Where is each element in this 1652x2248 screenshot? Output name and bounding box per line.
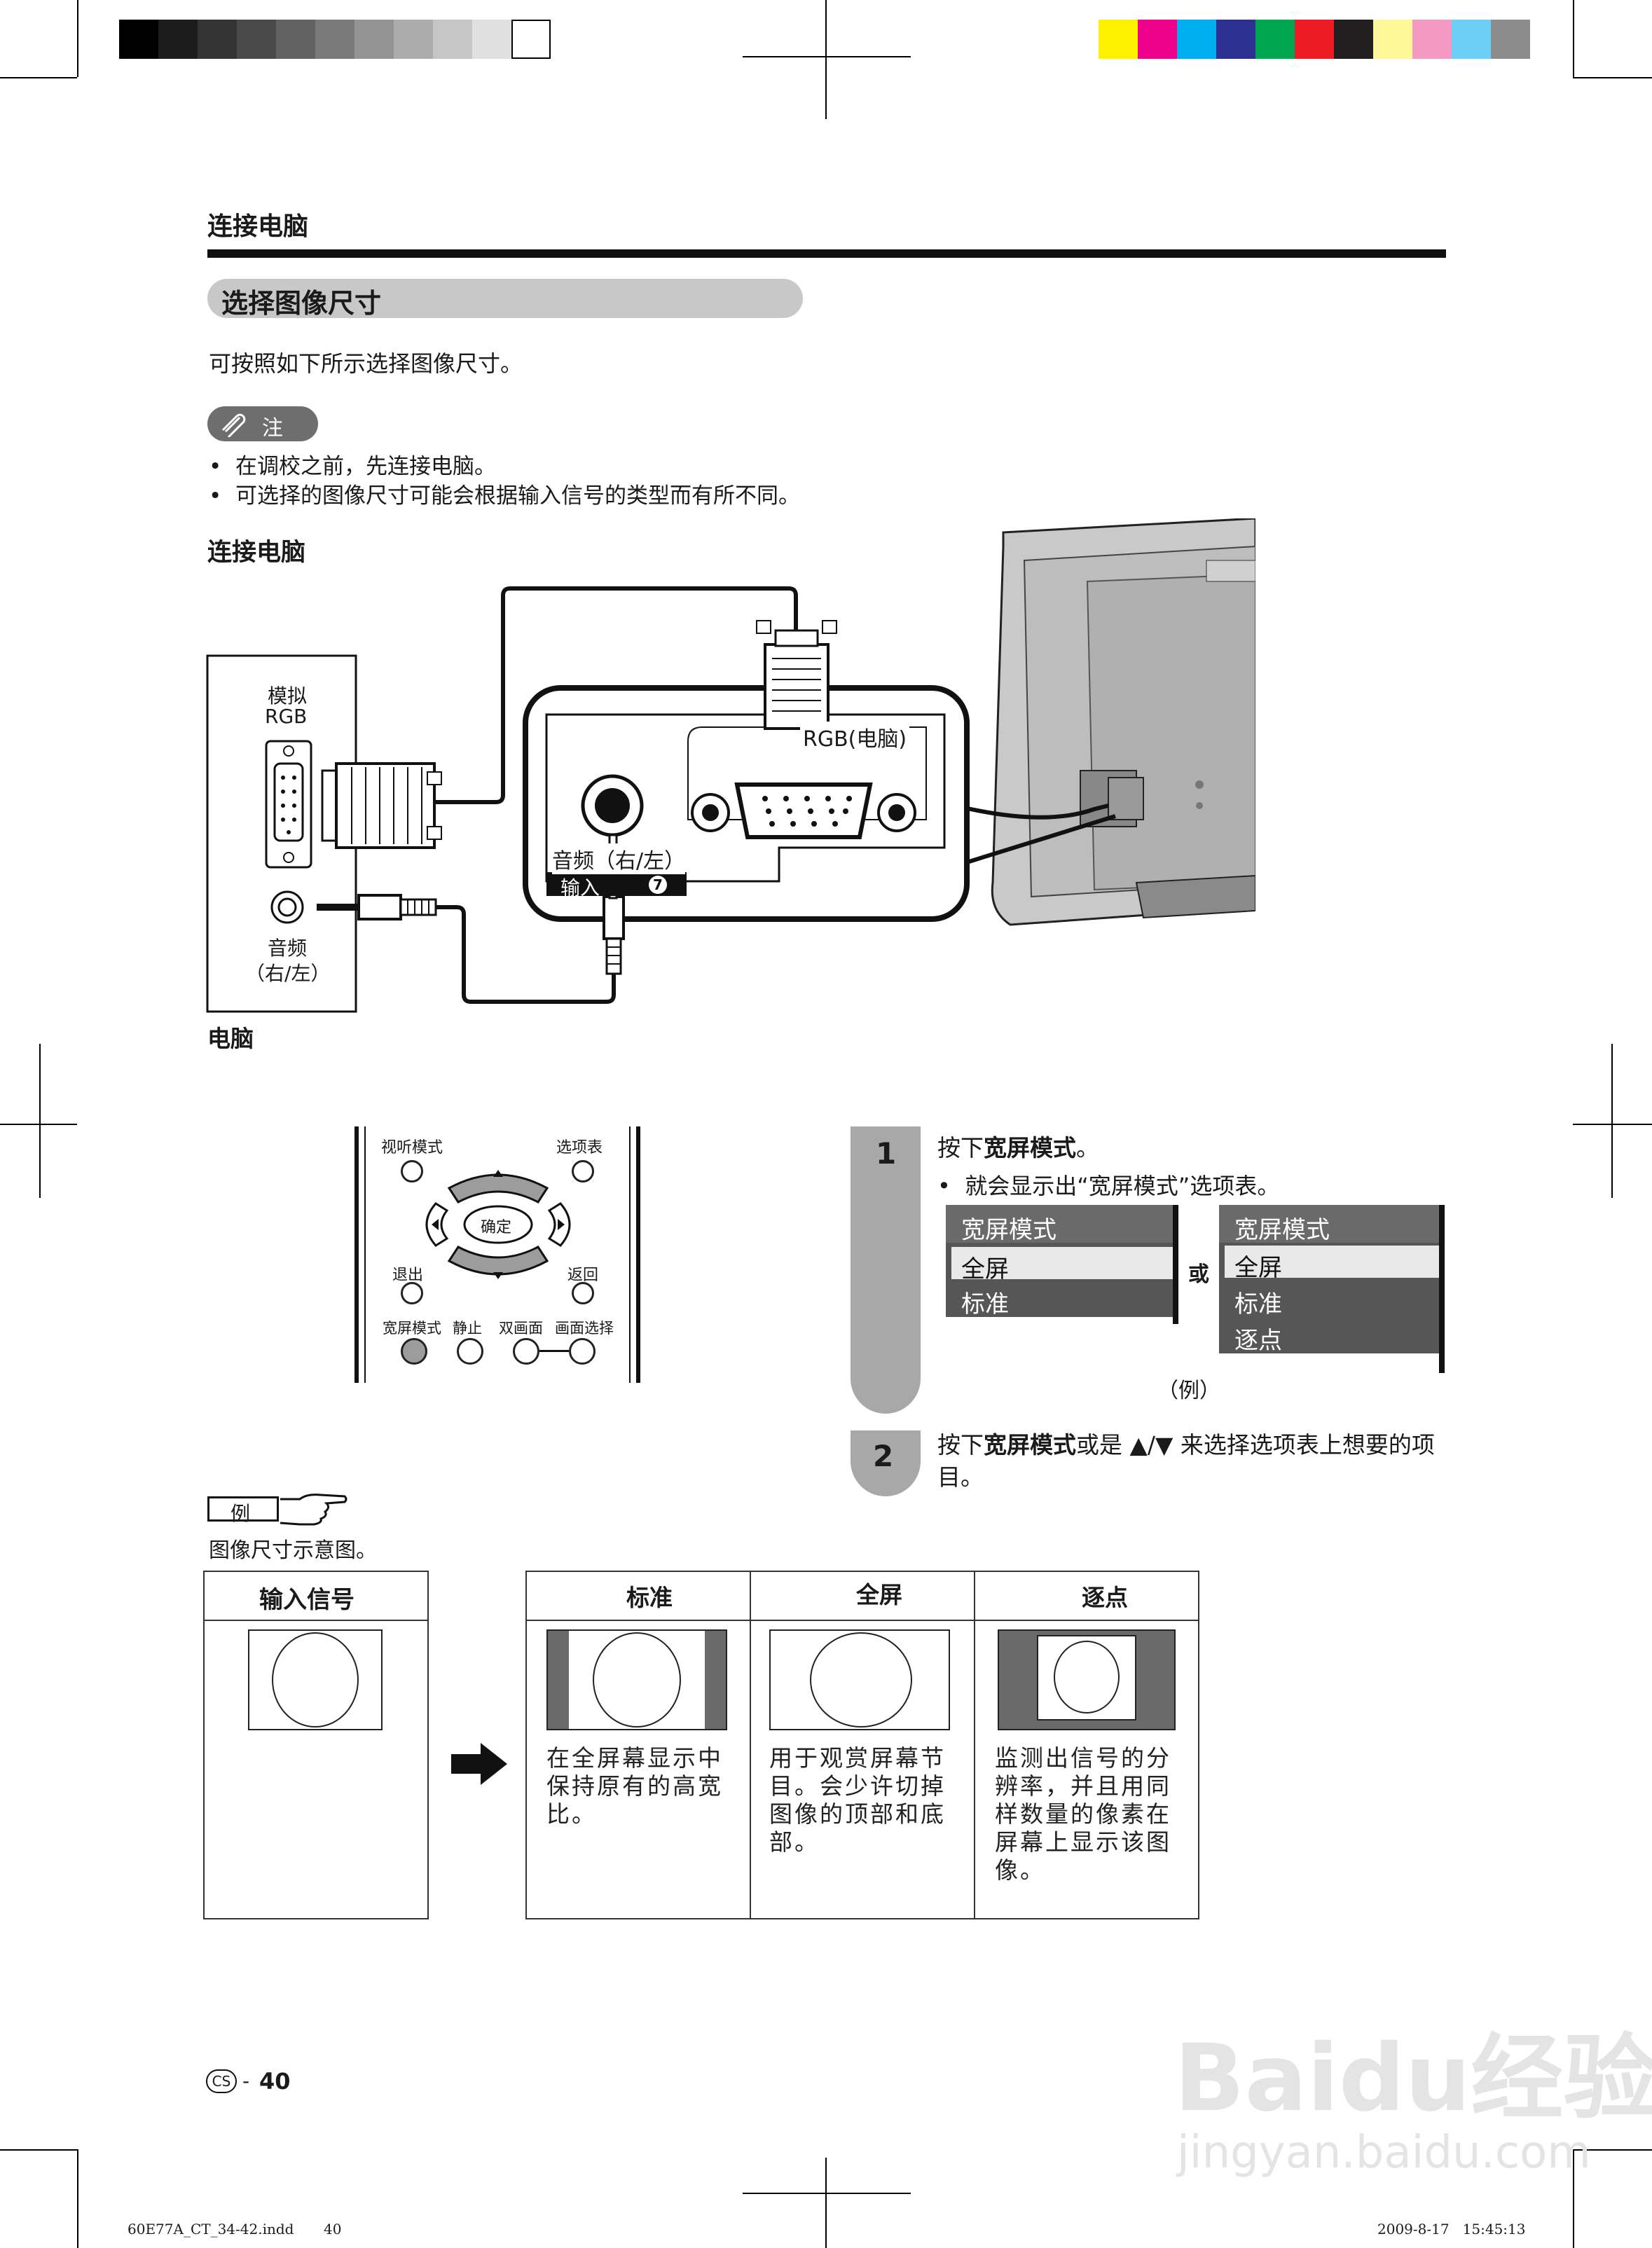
btn-av-mode-label: 视听模式 (381, 1139, 443, 1157)
enter-button[interactable]: 确定 (481, 1219, 512, 1236)
remote-control: 视听模式 选项表 确定 退出 返回 宽屏模式 静止 双画面 画面选择 (355, 1126, 640, 1383)
exit-button[interactable] (401, 1282, 423, 1304)
col-dot-desc: 监测出信号的分 辨率，并且用同 样数量的像素在 屏幕上显示该图 像。 (995, 1744, 1171, 1884)
page-number: 40 (259, 2068, 291, 2095)
note-label: 注 (262, 416, 283, 441)
connection-diagram: 模拟 RGB 音频 （右/左） RGB(电脑) 音频（右/左） 输入 7 (205, 518, 1255, 1065)
btn-menu-label: 选项表 (556, 1139, 603, 1157)
section-title: 选择图像尺寸 (221, 288, 382, 319)
pc-rgb-label-2: RGB (265, 705, 308, 728)
paperclip-icon (216, 411, 249, 440)
input-header: 输入信号 (259, 1586, 355, 1614)
input-number-badge: 7 (649, 876, 667, 894)
pointing-hand-icon (279, 1488, 349, 1533)
btn-dual-label: 双画面 (499, 1320, 543, 1337)
wide-mode-menu-b: 宽屏模式 全屏 标准 逐点 (1219, 1205, 1439, 1355)
col-standard-header: 标准 (626, 1584, 673, 1611)
menu-button[interactable] (572, 1160, 594, 1182)
file-name: 60E77A_CT_34-42.indd (128, 2221, 294, 2237)
pc-audio-label-1: 音频 (268, 937, 308, 960)
section-header: 连接电脑 (207, 212, 309, 241)
standard-circle (593, 1632, 681, 1728)
example-badge: 例 (207, 1496, 279, 1525)
full-circle (810, 1632, 912, 1728)
example-caption: （例） (1157, 1379, 1220, 1403)
freeze-button[interactable] (457, 1338, 483, 1365)
menu-b-item-1[interactable]: 全屏 (1234, 1254, 1282, 1282)
wide-mode-button[interactable] (401, 1338, 427, 1365)
pc-rgb-label-1: 模拟 (268, 684, 308, 708)
col-dot-header: 逐点 (1082, 1584, 1128, 1611)
return-button[interactable] (572, 1282, 594, 1304)
section-title-pill (207, 279, 803, 318)
input-body-cell (203, 1620, 429, 1919)
col-full-header: 全屏 (856, 1581, 902, 1608)
connect-heading: 连接电脑 (207, 539, 306, 567)
btn-freeze-label: 静止 (453, 1320, 482, 1337)
input-circle (272, 1632, 359, 1728)
menu-b-item-3[interactable]: 逐点 (1234, 1327, 1282, 1355)
page-separator: - (242, 2069, 250, 2092)
step-1-tab (851, 1126, 921, 1414)
step-2-number: 2 (873, 1439, 894, 1473)
note-bullet-2: • 可选择的图像尺寸可能会根据输入信号的类型而有所不同。 (209, 483, 800, 509)
wide-mode-menu-a: 宽屏模式 全屏 标准 (946, 1205, 1173, 1318)
step-2-text: 按下宽屏模式或是 ▲/▼ 来选择选项表上想要的项目。 (937, 1431, 1435, 1491)
btn-wide-label: 宽屏模式 (383, 1320, 441, 1337)
pip-button[interactable] (569, 1338, 596, 1365)
example-label: 例 (230, 1502, 251, 1525)
note-badge: 注 (207, 406, 318, 441)
watermark-brand: Baidu经验 (1174, 2025, 1652, 2132)
dual-button[interactable] (513, 1338, 539, 1365)
menu-a-item-1[interactable]: 全屏 (961, 1255, 1009, 1283)
file-page: 40 (324, 2221, 342, 2237)
or-label: 或 (1188, 1262, 1209, 1287)
intro-text: 可按照如下所示选择图像尺寸。 (209, 350, 523, 377)
menu-a-title: 宽屏模式 (961, 1216, 1056, 1244)
file-timestamp: 2009-8-17 15:45:13 (1377, 2221, 1526, 2237)
pc-audio-label-2: （右/左） (245, 962, 331, 985)
header-rule (207, 249, 1446, 258)
menu-a-item-2[interactable]: 标准 (961, 1290, 1009, 1318)
menu-b-item-2[interactable]: 标准 (1234, 1290, 1282, 1318)
step-1-bullet: • 就会显示出“宽屏模式”选项表。 (937, 1173, 1280, 1199)
right-arrow-icon (450, 1742, 509, 1789)
panel-input-label: 输入 (560, 876, 600, 899)
panel-audio-label: 音频（右/左） (552, 843, 686, 874)
pc-caption: 电脑 (207, 1025, 254, 1052)
note-bullet-1: • 在调校之前，先连接电脑。 (209, 454, 496, 479)
step-2-tab (851, 1430, 921, 1496)
panel-rgb-label: RGB(电脑) (800, 722, 910, 752)
btn-pip-label: 画面选择 (555, 1320, 614, 1337)
step-1-text: 按下宽屏模式。 (937, 1134, 1099, 1161)
av-mode-button[interactable] (401, 1160, 423, 1182)
example-caption-text: 图像尺寸示意图。 (209, 1538, 377, 1563)
btn-return-label: 返回 (567, 1267, 599, 1284)
menu-b-title: 宽屏模式 (1234, 1216, 1330, 1244)
step-1-number: 1 (876, 1136, 897, 1171)
btn-exit-label: 退出 (392, 1267, 424, 1284)
col-standard-desc: 在全屏幕显示中 保持原有的高宽 比。 (546, 1744, 723, 1828)
lang-badge: CS (206, 2069, 237, 2093)
col-full-desc: 用于观赏屏幕节 目。会少许切掉 图像的顶部和底 部。 (769, 1744, 946, 1856)
watermark-url: jingyan.baidu.com (1177, 2127, 1591, 2179)
dot-circle (1054, 1641, 1120, 1713)
